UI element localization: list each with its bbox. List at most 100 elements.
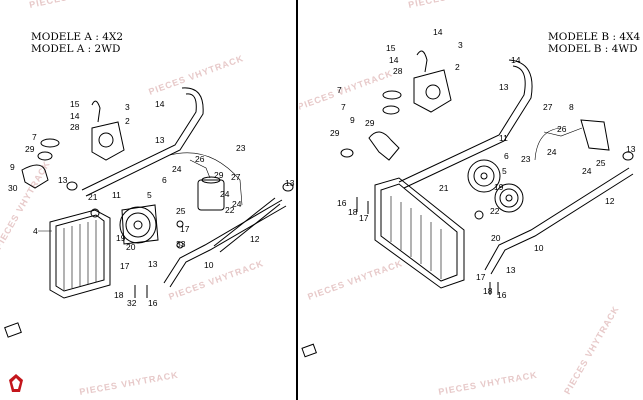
callout-21: 21 [439, 183, 449, 193]
callout-6: 6 [504, 151, 509, 161]
cooling-fan-lower [494, 183, 524, 213]
callout-15: 15 [70, 99, 80, 109]
callout-11: 11 [499, 133, 508, 143]
callout-28: 28 [393, 66, 403, 76]
model-a-title-fr: MODELE A : 4X2 [31, 31, 124, 43]
callout-13: 13 [155, 135, 165, 145]
callout-29: 29 [330, 128, 340, 138]
upper-hose [398, 65, 526, 183]
callout-23: 23 [236, 143, 246, 153]
callout-25: 25 [176, 206, 186, 216]
callout-27: 27 [231, 172, 241, 182]
diagram-corner-icon [4, 322, 22, 338]
callout-18: 18 [348, 207, 358, 217]
callout-14: 14 [155, 99, 165, 109]
fasteners [90, 208, 184, 298]
callout-21: 21 [88, 192, 98, 202]
callout-17: 17 [359, 213, 369, 223]
callout-17: 17 [120, 261, 130, 271]
callout-29: 29 [365, 118, 375, 128]
upper-hose [81, 93, 197, 191]
callout-24: 24 [172, 164, 182, 174]
callout-24: 24 [547, 147, 557, 157]
watermark: PIECES VHYTRACK [299, 68, 394, 112]
model-b-title-en: MODEL B : 4WD [548, 43, 638, 55]
watermark: PIECES VHYTRACK [306, 258, 404, 302]
callout-2: 2 [125, 116, 130, 126]
callout-16: 16 [337, 198, 347, 208]
callout-7: 7 [337, 85, 342, 95]
callout-30: 30 [8, 183, 18, 193]
left-hoses [21, 138, 78, 191]
watermark: PIECES VHYTRACK [562, 304, 621, 396]
callout-10: 10 [534, 243, 544, 253]
radiator [374, 177, 465, 289]
callout-29: 29 [25, 144, 35, 154]
callout-19: 19 [494, 182, 504, 192]
callout-32: 32 [127, 298, 137, 308]
coolant-reservoir [534, 119, 610, 161]
model-b-diagram-panel: MODELE B : 4X4 MODEL B : 4WD PIECES VHYT… [299, 0, 643, 400]
callout-16: 16 [148, 298, 158, 308]
callout-13: 13 [285, 178, 295, 188]
callout-28: 28 [70, 122, 80, 132]
model-b-exploded-drawing: PIECES VHYTRACK PIECES VHYTRACK PIECES V… [299, 0, 636, 397]
radiator [38, 209, 111, 299]
model-a-diagram-panel: MODELE A : 4X2 MODEL A : 2WD PIECES VHYT… [0, 0, 296, 400]
callout-20: 20 [491, 233, 501, 243]
cooling-fan-upper [467, 159, 501, 193]
callout-8: 8 [569, 102, 574, 112]
callout-27: 27 [543, 102, 553, 112]
model-b-title-fr: MODELE B : 4X4 [548, 31, 641, 43]
fasteners [356, 197, 499, 295]
vhytrack-logo [9, 374, 23, 392]
callout-14: 14 [70, 111, 80, 121]
callout-23: 23 [521, 154, 531, 164]
callout-10: 10 [204, 260, 214, 270]
watermark: PIECES VHYTRACK [167, 258, 265, 302]
callout-24: 24 [220, 189, 230, 199]
callout-33: 33 [176, 239, 186, 249]
model-a-exploded-drawing: PIECES VHYTRACK PIECES VHYTRACK PIECES V… [0, 0, 295, 397]
coolant-reservoir [169, 152, 243, 211]
callout-12: 12 [250, 234, 260, 244]
callout-7: 7 [341, 102, 346, 112]
callout-22: 22 [490, 206, 500, 216]
callout-11: 11 [112, 190, 121, 200]
callout-6: 6 [162, 175, 167, 185]
diagram-corner-icon [301, 343, 317, 358]
watermark: PIECES VHYTRACK [147, 53, 245, 97]
callout-13: 13 [499, 82, 509, 92]
callout-12: 12 [605, 196, 615, 206]
callout-26: 26 [557, 124, 567, 134]
callout-13: 13 [626, 144, 636, 154]
callout-22: 22 [225, 205, 235, 215]
callout-14: 14 [389, 55, 399, 65]
model-a-title-en: MODEL A : 2WD [31, 43, 121, 55]
callout-29: 29 [214, 170, 224, 180]
callout-24: 24 [232, 199, 242, 209]
callout-7: 7 [32, 132, 37, 142]
watermark: PIECES VHYTRACK [79, 370, 180, 397]
thermostat-housing [91, 100, 125, 161]
watermark: PIECES VHYTRACK [28, 0, 128, 10]
callout-20: 20 [126, 242, 136, 252]
callout-17: 17 [180, 224, 190, 234]
callout-3: 3 [125, 102, 130, 112]
cooling-fan [119, 204, 159, 245]
callout-24: 24 [582, 166, 592, 176]
callout-9: 9 [350, 115, 355, 125]
callout-9: 9 [10, 162, 15, 172]
lower-hoses [484, 151, 634, 275]
callout-2: 2 [455, 62, 460, 72]
callout-14: 14 [433, 27, 443, 37]
callout-19: 19 [116, 233, 126, 243]
callout-26: 26 [195, 154, 205, 164]
left-hoses [340, 90, 402, 161]
callout-15: 15 [386, 43, 396, 53]
thermostat-housing [413, 50, 452, 113]
callout-18: 18 [114, 290, 124, 300]
callout-13: 13 [58, 175, 68, 185]
callout-18: 18 [483, 286, 493, 296]
